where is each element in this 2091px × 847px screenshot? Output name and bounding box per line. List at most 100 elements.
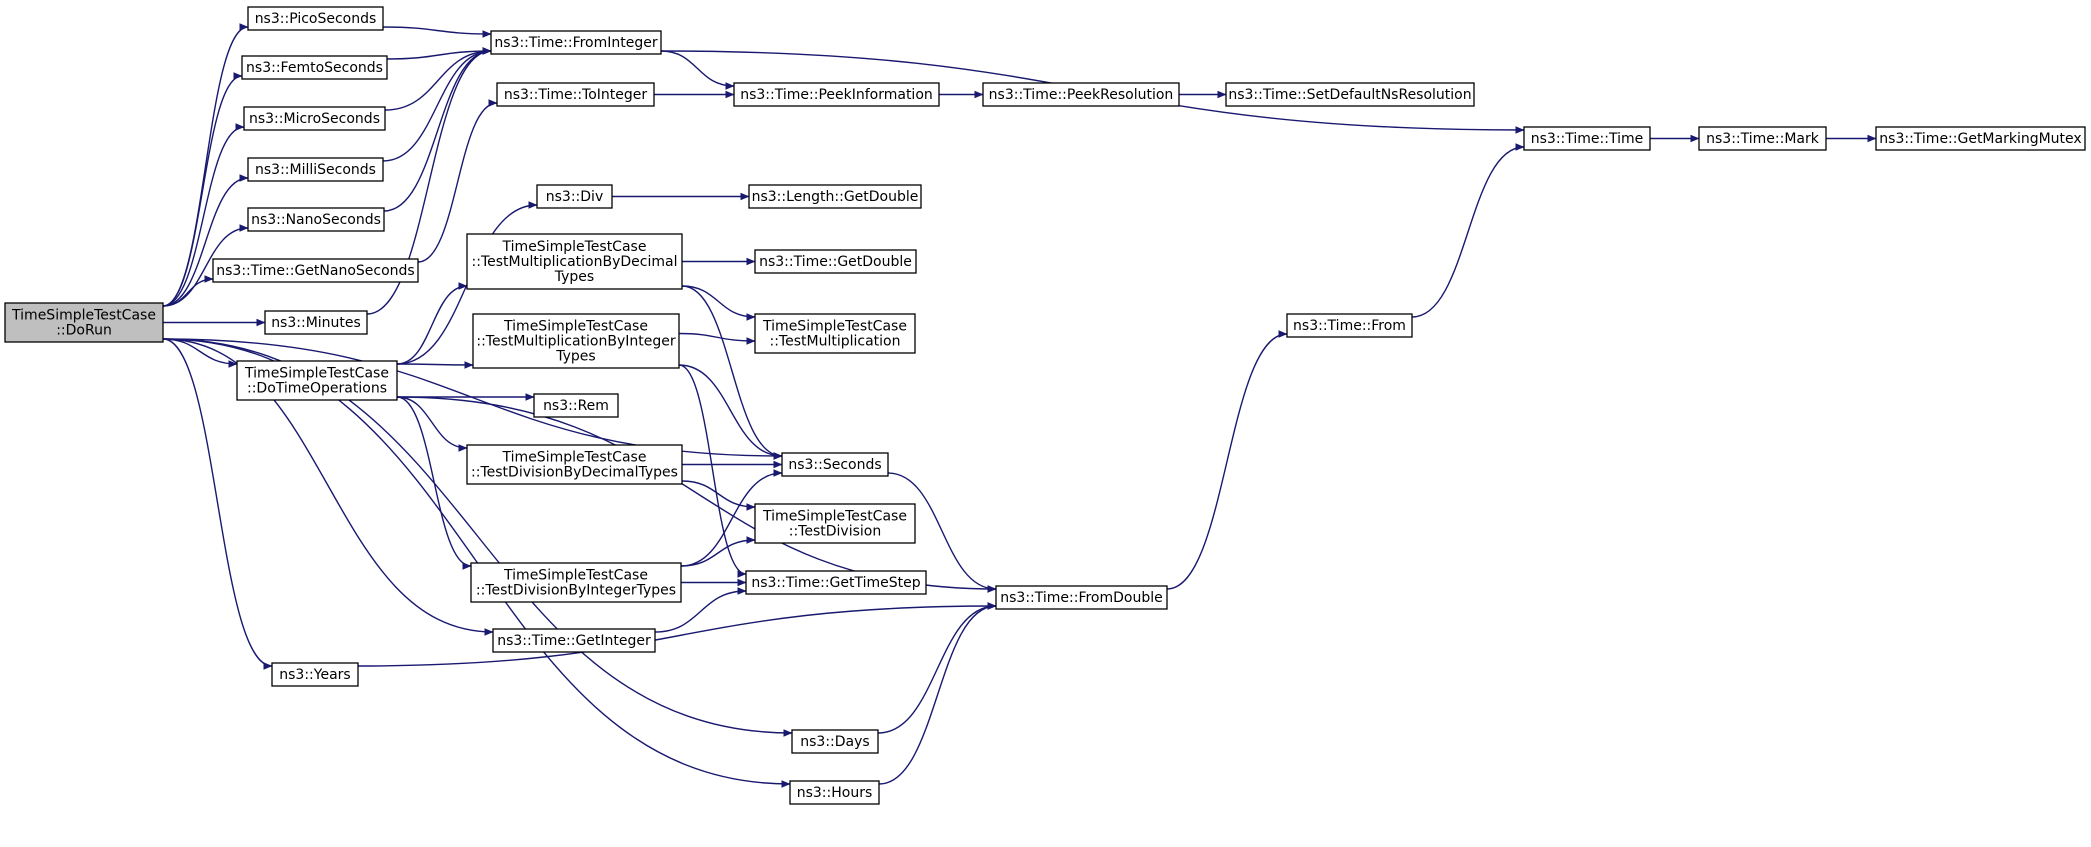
node-testmulinteger[interactable]: TimeSimpleTestCase::TestMultiplicationBy… [472,313,680,369]
node-box [4,302,164,343]
edge-testmulinteger-to-gettimestep [678,364,747,578]
node-label: ns3::Hours [797,785,873,801]
node-label: ns3::Time::GetDouble [759,254,912,270]
node-label: ns3::Time::GetTimeStep [751,575,920,591]
node-label: ns3::Time::PeekResolution [989,87,1174,103]
node-fromdouble[interactable]: ns3::Time::FromDouble [995,585,1168,610]
node-label: Types [554,269,594,285]
edge-testdivdecimal-to-testdivision [681,480,756,511]
node-setdefaultnsresolution[interactable]: ns3::Time::SetDefaultNsResolution [1225,82,1475,107]
node-label: ::TestDivision [789,524,881,540]
edge-testmulinteger-to-seconds [678,364,783,460]
node-box [241,55,388,80]
edge-dorun-to-hours [162,338,791,788]
edge-dotimeoperations-to-fromdouble [396,396,997,593]
node-years[interactable]: ns3::Years [271,662,359,687]
node-label: ::TestDivisionByDecimalTypes [471,465,678,481]
node-box [1875,126,2086,151]
node-timegetdouble[interactable]: ns3::Time::GetDouble [754,249,917,274]
node-time[interactable]: ns3::Time::Time [1523,126,1651,151]
node-lengthgetdouble[interactable]: ns3::Length::GetDouble [748,184,922,209]
node-label: ns3::Time::GetMarkingMutex [1879,131,2081,147]
node-box [789,780,880,805]
node-picoseconds[interactable]: ns3::PicoSeconds [247,6,384,31]
node-box [1225,82,1475,107]
node-minutes[interactable]: ns3::Minutes [264,310,368,335]
node-getmarkingmutex[interactable]: ns3::Time::GetMarkingMutex [1875,126,2086,151]
node-label: ns3::Time::FromDouble [1000,590,1163,606]
node-hours[interactable]: ns3::Hours [789,780,880,805]
node-box [247,207,385,232]
node-box [236,360,398,401]
edge-femtoseconds-to-frominteger [386,47,492,60]
node-box [466,233,683,290]
node-box [733,82,940,107]
node-box [490,30,662,55]
node-testdivinteger[interactable]: TimeSimpleTestCase::TestDivisionByIntege… [470,562,682,603]
edge-dotimeoperations-to-testmulinteger [396,361,474,369]
node-label: ns3::Time::ToInteger [504,87,648,103]
node-testdivdecimal[interactable]: TimeSimpleTestCase::TestDivisionByDecima… [466,444,683,485]
node-label: ns3::Time::Time [1531,131,1643,147]
node-box [247,6,384,31]
node-label: ns3::Time::SetDefaultNsResolution [1228,87,1471,103]
node-femtoseconds[interactable]: ns3::FemtoSeconds [241,55,388,80]
node-testmuldecimal[interactable]: TimeSimpleTestCase::TestMultiplicationBy… [466,233,683,290]
node-testdivision[interactable]: TimeSimpleTestCase::TestDivision [754,503,916,544]
node-label: TimeSimpleTestCase [502,239,647,255]
node-frominteger[interactable]: ns3::Time::FromInteger [490,30,662,55]
node-label: TimeSimpleTestCase [502,450,647,466]
edge-testmulinteger-to-testmultiplication [678,332,756,345]
edge-dorun-to-femtoseconds [162,72,243,307]
node-tointeger[interactable]: ns3::Time::ToInteger [496,82,655,107]
node-microseconds[interactable]: ns3::MicroSeconds [243,106,386,131]
edge-testdivinteger-to-seconds [680,469,783,567]
node-days[interactable]: ns3::Days [791,729,879,754]
node-label: ns3::NanoSeconds [251,212,381,228]
node-rem[interactable]: ns3::Rem [533,393,619,418]
node-box [754,503,916,544]
node-from[interactable]: ns3::Time::From [1286,313,1413,338]
node-box [748,184,922,209]
node-label: ns3::PicoSeconds [255,11,377,27]
node-box [982,82,1180,107]
node-div[interactable]: ns3::Div [536,184,613,209]
node-box [1698,126,1827,151]
edge-fromdouble-to-from [1166,330,1288,590]
node-getnanoseconds[interactable]: ns3::Time::GetNanoSeconds [212,258,419,283]
node-label: ns3::Time::From [1293,318,1406,334]
node-box [466,444,683,485]
node-box [264,310,368,335]
node-dotimeoperations[interactable]: TimeSimpleTestCase::DoTimeOperations [236,360,398,401]
node-gettimestep[interactable]: ns3::Time::GetTimeStep [745,570,927,595]
node-milliseconds[interactable]: ns3::MilliSeconds [247,157,384,182]
node-label: ns3::Time::FromInteger [494,35,657,51]
node-label: ns3::Time::GetInteger [497,633,651,649]
node-label: ns3::MilliSeconds [255,162,376,178]
node-mark[interactable]: ns3::Time::Mark [1698,126,1827,151]
node-label: ns3::Days [800,734,869,750]
node-label: ns3::Time::GetNanoSeconds [216,263,414,279]
edge-seconds-to-fromdouble [887,472,997,593]
edge-dorun-to-years [162,338,273,670]
node-box [470,562,682,603]
edge-testmuldecimal-to-testmultiplication [681,285,756,321]
edge-from-to-time [1411,143,1525,318]
node-label: ns3::FemtoSeconds [246,60,383,76]
node-label: TimeSimpleTestCase [503,568,648,584]
node-dorun[interactable]: TimeSimpleTestCase::DoRun [4,302,164,343]
node-nanoseconds[interactable]: ns3::NanoSeconds [247,207,385,232]
node-getinteger[interactable]: ns3::Time::GetInteger [492,628,656,653]
node-label: ns3::Rem [543,398,609,414]
node-label: Types [555,349,595,365]
node-label: TimeSimpleTestCase [762,319,907,335]
node-label: ns3::Seconds [788,457,881,473]
node-label: ::DoRun [56,323,112,339]
node-box [243,106,386,131]
node-seconds[interactable]: ns3::Seconds [781,452,889,477]
node-peekresolution[interactable]: ns3::Time::PeekResolution [982,82,1180,107]
node-box [1523,126,1651,151]
node-peekinformation[interactable]: ns3::Time::PeekInformation [733,82,940,107]
node-testmultiplication[interactable]: TimeSimpleTestCase::TestMultiplication [754,313,916,354]
